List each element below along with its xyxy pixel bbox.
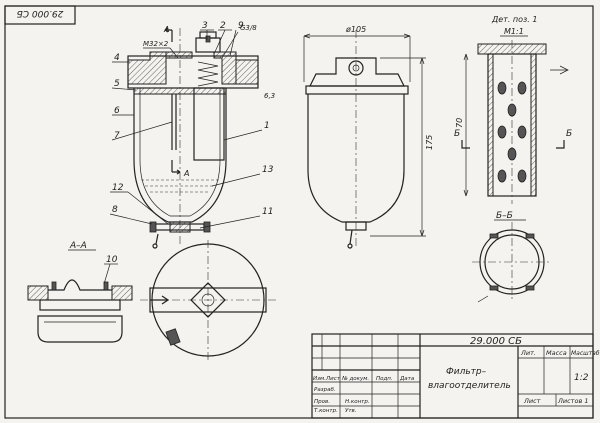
part-num-3: 3 xyxy=(202,21,208,31)
thread-g38-label: G3/8 xyxy=(240,24,257,32)
part-num-5: 5 xyxy=(114,79,120,89)
title-name-line2: влагоотделитель xyxy=(428,381,511,391)
section-a-label-bottom: А xyxy=(183,169,189,178)
role-tkontr: Т.контр. xyxy=(314,408,338,414)
scale-value: 1:2 xyxy=(574,373,589,383)
top-stamp-box xyxy=(4,5,76,25)
bottom-plan-view xyxy=(140,240,276,360)
col-mass: Масса xyxy=(546,349,567,357)
part-num-7: 7 xyxy=(114,131,120,141)
section-b-label-right: Б xyxy=(566,129,572,139)
role-prov: Пров. xyxy=(314,399,330,405)
roughness-label: 6,3 xyxy=(264,92,275,100)
perforation-holes xyxy=(497,81,527,183)
hdr-list: Лист xyxy=(325,376,341,382)
hdr-izm: Изм. xyxy=(313,376,326,382)
part-num-13: 13 xyxy=(262,165,274,175)
detail-title-1: Дет. поз. 1 xyxy=(491,15,537,24)
part-num-1: 1 xyxy=(264,121,270,131)
part-num-11: 11 xyxy=(262,207,273,217)
part-num-6: 6 xyxy=(114,106,120,116)
dim-diameter: ø105 xyxy=(345,25,366,34)
role-razrab: Разраб. xyxy=(314,387,336,393)
col-lit: Лит. xyxy=(520,349,536,357)
role-utv: Утв. xyxy=(345,408,357,414)
part-number-leaders: 3 2 9 4 5 6 7 1 13 12 8 11 xyxy=(109,21,274,229)
hdr-date: Дата xyxy=(399,376,415,382)
sheets-label: Листов 1 xyxy=(557,397,588,405)
section-b-label-left: Б xyxy=(454,129,460,139)
section-bb-label: Б–Б xyxy=(496,211,513,221)
part-num-2: 2 xyxy=(220,21,226,31)
role-nkontr: Н.контр. xyxy=(345,399,370,405)
title-block: 29.000 СБ Фильтр– влагоотделитель Лит. М… xyxy=(311,333,600,419)
col-scale: Масштаб xyxy=(571,350,600,357)
thread-m32-label: М32×2 xyxy=(143,40,169,48)
detail-pos1-view: Дет. поз. 1 М1:1 70 Б Б xyxy=(454,15,572,204)
main-section-view: А А М xyxy=(109,21,275,249)
hdr-sign: Подп. xyxy=(376,376,393,382)
sheet-frame xyxy=(4,5,594,419)
part-num-4: 4 xyxy=(114,53,120,63)
front-view: ø105 175 xyxy=(303,25,434,249)
section-aa-view: А–А 10 xyxy=(27,241,133,343)
hdr-doc: № докум. xyxy=(341,376,369,382)
section-aa-label: А–А xyxy=(69,241,87,251)
section-bb-view: Б–Б xyxy=(472,211,552,303)
part-num-10: 10 xyxy=(106,255,118,265)
part-num-9: 9 xyxy=(238,21,244,31)
detail-title-2: М1:1 xyxy=(504,27,524,36)
top-stamp-text: 29.000 СБ xyxy=(17,8,64,18)
title-code: 29.000 СБ xyxy=(470,336,522,347)
part-num-8: 8 xyxy=(112,205,118,215)
sheet-label: Лист xyxy=(523,397,541,405)
dim-height: 175 xyxy=(425,135,434,150)
dim-70: 70 xyxy=(455,118,464,128)
title-name-line1: Фильтр– xyxy=(446,367,487,377)
part-num-12: 12 xyxy=(112,183,124,193)
